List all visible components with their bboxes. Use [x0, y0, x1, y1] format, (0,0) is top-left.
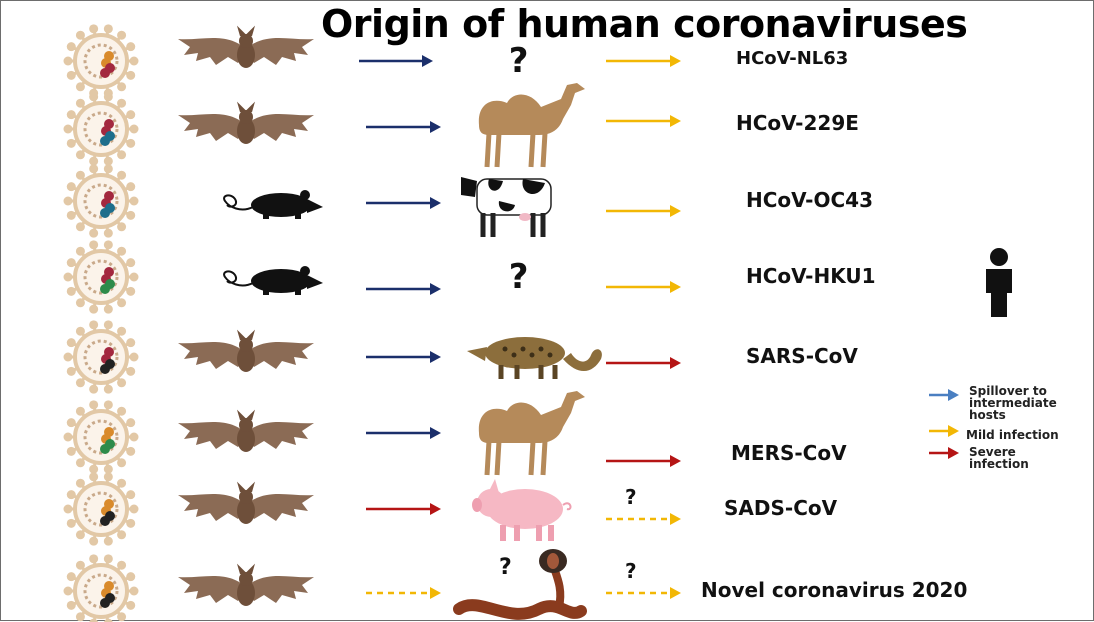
virus-label: Novel coronavirus 2020 — [701, 578, 967, 602]
legend-arrow — [929, 425, 959, 437]
transmission-question-mark: ? — [625, 485, 637, 509]
bat-icon — [178, 485, 314, 524]
person-icon — [986, 248, 1012, 317]
coronavirus-icon — [64, 164, 139, 237]
virus-label: MERS-CoV — [731, 441, 847, 465]
legend-arrow — [929, 389, 959, 401]
arrow-intermediate-to-human — [606, 357, 681, 369]
arrow-intermediate-to-human — [606, 455, 681, 467]
arrow-reservoir-to-intermediate — [366, 503, 441, 515]
arrow-reservoir-to-intermediate — [366, 587, 441, 599]
coronavirus-icon — [64, 320, 139, 393]
bat-icon — [178, 105, 314, 144]
coronavirus-icon — [64, 24, 139, 97]
legend-label: hosts — [969, 409, 1006, 421]
cow-icon — [461, 177, 551, 237]
civet-icon — [467, 337, 602, 379]
coronavirus-icon — [64, 400, 139, 473]
virus-label: HCoV-OC43 — [746, 188, 873, 212]
virus-label: HCoV-HKU1 — [746, 264, 876, 288]
arrow-intermediate-to-human — [606, 513, 681, 525]
arrow-intermediate-to-human — [606, 587, 681, 599]
cobra-icon — [459, 549, 581, 614]
legend-label: Mild infection — [966, 429, 1059, 441]
transmission-question-mark: ? — [625, 559, 637, 583]
arrow-intermediate-to-human — [606, 115, 681, 127]
virus-label: HCoV-NL63 — [736, 48, 848, 69]
arrow-intermediate-to-human — [606, 281, 681, 293]
rat-icon — [224, 266, 323, 295]
arrow-reservoir-to-intermediate — [366, 283, 441, 295]
unknown-intermediate-host: ? — [509, 257, 529, 297]
bat-icon — [178, 333, 314, 372]
virus-label: SARS-CoV — [746, 344, 858, 368]
bat-icon — [178, 29, 314, 68]
unknown-intermediate-host: ? — [509, 41, 529, 81]
intermediate-question-mark: ? — [499, 555, 512, 580]
arrow-intermediate-to-human — [606, 205, 681, 217]
arrow-reservoir-to-intermediate — [359, 55, 433, 67]
camel-icon — [479, 391, 585, 475]
arrow-reservoir-to-intermediate — [366, 121, 441, 133]
virus-label: HCoV-229E — [736, 111, 859, 135]
arrow-intermediate-to-human — [606, 55, 681, 67]
arrow-reservoir-to-intermediate — [366, 197, 441, 209]
coronavirus-icon — [64, 472, 139, 545]
virus-label: SADS-CoV — [724, 496, 837, 520]
coronavirus-icon — [64, 554, 139, 622]
coronavirus-icon — [64, 92, 139, 165]
legend-label: infection — [969, 458, 1029, 470]
coronavirus-icon — [64, 240, 139, 313]
arrow-reservoir-to-intermediate — [366, 427, 441, 439]
legend-arrow — [929, 447, 959, 459]
rat-icon — [224, 190, 323, 219]
pig-icon — [472, 479, 570, 541]
bat-icon — [178, 413, 314, 452]
camel-icon — [479, 83, 585, 167]
bat-icon — [178, 567, 314, 606]
arrow-reservoir-to-intermediate — [366, 351, 441, 363]
